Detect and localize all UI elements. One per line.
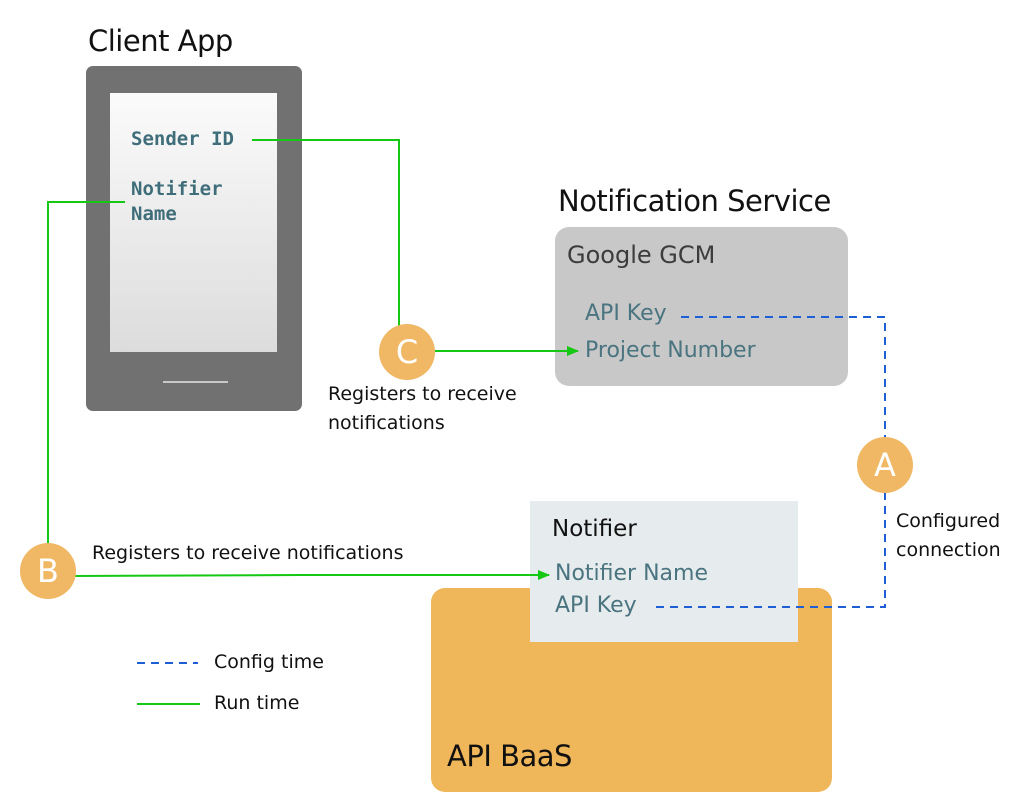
runtime-line-c-vertical xyxy=(252,139,400,330)
step-b-badge: B xyxy=(20,543,76,599)
step-a-badge: A xyxy=(857,437,913,493)
notifier-name-field-line2: Name xyxy=(131,203,177,225)
notifier-api-key-field: API Key xyxy=(555,593,637,618)
step-a-label-line1: Configured xyxy=(896,510,1001,532)
config-line-a-top xyxy=(681,316,886,440)
step-c-label-line1: Registers to receive xyxy=(328,383,517,405)
client-app-title: Client App xyxy=(88,24,233,58)
notification-service-title: Notification Service xyxy=(558,184,831,218)
google-gcm-box xyxy=(555,227,848,386)
home-button-icon xyxy=(163,381,228,383)
gcm-project-number-field: Project Number xyxy=(585,338,756,363)
gcm-api-key-field: API Key xyxy=(585,301,667,326)
phone-screen xyxy=(110,93,277,352)
step-b-label: Registers to receive notifications xyxy=(92,542,404,564)
google-gcm-label: Google GCM xyxy=(567,241,716,269)
notifier-box xyxy=(530,501,798,642)
step-c-label-line2: notifications xyxy=(328,412,445,434)
sender-id-field: Sender ID xyxy=(131,128,234,150)
notifier-name-field: Notifier Name xyxy=(555,561,708,586)
legend-run-label: Run time xyxy=(214,692,300,714)
step-c-badge: C xyxy=(379,324,435,380)
runtime-line-b-arrow xyxy=(71,570,550,580)
step-a-label-line2: connection xyxy=(896,539,1001,561)
notifier-name-field-line1: Notifier xyxy=(131,178,223,200)
legend-config-label: Config time xyxy=(214,651,324,673)
api-baas-title: API BaaS xyxy=(447,739,572,773)
config-line-a-bottom xyxy=(655,492,886,608)
runtime-line-b-vertical xyxy=(47,201,125,548)
notifier-title: Notifier xyxy=(552,516,637,542)
